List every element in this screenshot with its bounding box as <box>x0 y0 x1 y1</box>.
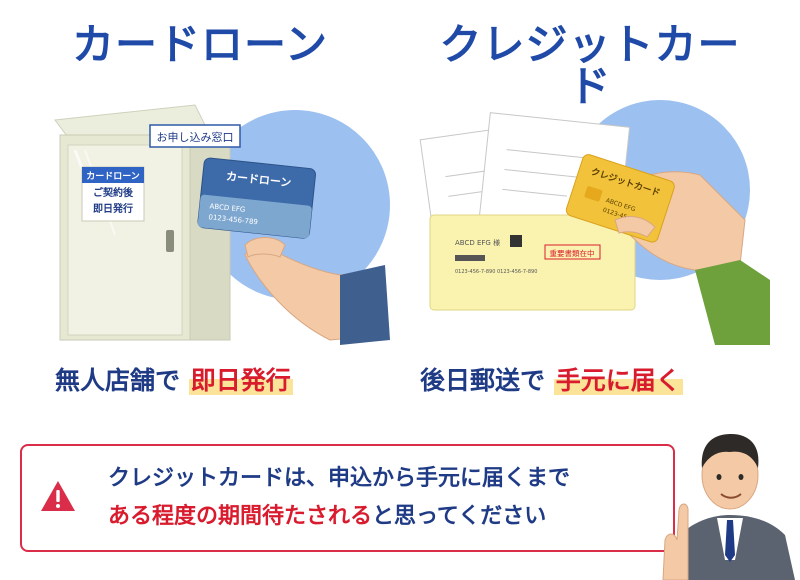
card-issuer: ABCD EFG <box>209 202 245 214</box>
mail-delivery-illustration: ABCD EFG 様 0123-456-7-890 0123-456-7-890… <box>419 100 770 345</box>
sleeve <box>340 265 390 345</box>
caption-highlight: 手元に届く <box>553 366 683 395</box>
envelope-issuer: ABCD EFG 様 <box>455 238 500 247</box>
booth-sign-line1: ご契約後 <box>93 186 134 199</box>
businessman-illustration <box>662 434 795 580</box>
caption-highlight: 即日発行 <box>188 366 293 395</box>
booth-sign-title: カードローン <box>86 171 140 182</box>
notice-rest: と思ってください <box>372 504 547 529</box>
necktie <box>725 520 735 562</box>
caption-prefix: 後日郵送で <box>420 366 546 395</box>
notice-box: クレジットカードは、申込から手元に届くまで ある程度の期間待たされると思ってくだ… <box>20 444 675 552</box>
important-documents-stamp <box>544 244 601 260</box>
barcode <box>455 255 485 261</box>
notice-line-2: ある程度の期間待たされると思ってください <box>108 506 546 528</box>
sleeve <box>695 260 770 345</box>
caption-card-loan: 無人店舗で 即日発行 <box>55 366 293 395</box>
svg-text:重要書類在中: 重要書類在中 <box>550 248 595 258</box>
title-credit-card: クレジットカード <box>439 20 741 111</box>
notice-highlight: ある程度の期間待たされる <box>108 504 373 529</box>
card-loan-card: カードローン ABCD EFG 0123-456-789 <box>197 157 316 239</box>
window-sign <box>149 124 241 148</box>
door-handle <box>166 230 174 252</box>
notice-line-1: クレジットカードは、申込から手元に届くまで <box>108 466 571 491</box>
qr-code <box>510 235 522 247</box>
unmanned-store-illustration: お申し込み窓口 カードローン ご契約後 即日発行 カードローン ABCD EFG… <box>54 104 390 345</box>
envelope-code: 0123-456-7-890 0123-456-7-890 <box>455 269 537 275</box>
window-sign-text: お申し込み窓口 <box>157 130 234 144</box>
warning-icon <box>41 481 75 511</box>
booth-sign-line2: 即日発行 <box>93 202 133 215</box>
hair <box>701 434 759 468</box>
credit-card: クレジットカード ABCD EFG 0123-45… <box>565 154 675 243</box>
caption-credit-card: 後日郵送で 手元に届く <box>420 366 683 395</box>
card-chip <box>584 186 603 202</box>
title-card-loan: カードローン <box>72 20 328 69</box>
pointing-hand <box>662 503 689 580</box>
envelope <box>429 214 636 311</box>
caption-prefix: 無人店舗で <box>55 366 181 395</box>
